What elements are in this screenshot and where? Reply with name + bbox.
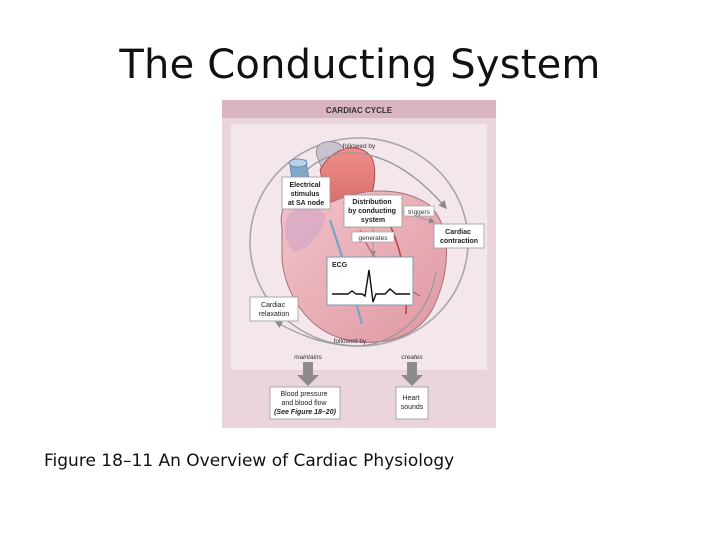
svg-text:Electrical stimulus: Electrical stimulus at SA node: [288, 182, 324, 207]
figure-header: CARDIAC CYCLE: [326, 106, 393, 115]
box-heart-sounds: Heart sounds: [395, 386, 429, 420]
figure-caption: Figure 18–11 An Overview of Cardiac Phys…: [44, 451, 455, 471]
label-maintains: maintains: [294, 354, 323, 361]
header-bar: [222, 100, 496, 118]
ecg-label: ECG: [332, 262, 348, 269]
arrow-maintains-head: [297, 375, 319, 386]
distribution-line-1: Distribution: [352, 199, 391, 206]
contraction-line-1: Cardiac: [445, 229, 471, 236]
label-followed-by-top: followed by: [343, 143, 376, 150]
box-cardiac-contraction: Cardiac contraction: [433, 223, 485, 249]
box-blood-pressure: Blood pressure and blood flow (See Figur…: [269, 386, 341, 420]
sounds-line-1: Heart: [402, 395, 419, 402]
svg-text:Heart sounds: Heart sounds: [401, 395, 424, 411]
svg-text:Distribution by conducti: Distribution by conducting system: [348, 199, 398, 224]
distribution-line-3: system: [361, 217, 385, 224]
stimulus-line-3: at SA node: [288, 200, 324, 207]
box-cardiac-relaxation: Cardiac relaxation: [249, 296, 299, 322]
atrial-region: [285, 205, 326, 252]
svg-text:Blood pressure and blood: Blood pressure and blood flow (See Figur…: [274, 391, 337, 416]
label-creates: creates: [401, 354, 423, 361]
svg-text:Cardiac relaxation: Cardiac relaxation: [259, 302, 289, 318]
box-ecg: ECG: [326, 256, 414, 306]
arrow-followed-by-top: [297, 152, 447, 210]
svg-text:Cardiac contraction: Cardiac contraction: [440, 229, 478, 245]
arrow-creates-head: [401, 375, 423, 386]
box-distribution: Distribution by conducting system: [343, 194, 403, 228]
arrow-maintains-shaft: [303, 362, 313, 376]
arrow-creates-shaft: [407, 362, 417, 376]
label-followed-by-bottom: followed by: [334, 338, 367, 345]
label-generates: generates: [359, 235, 389, 242]
vena-cava-top: [288, 158, 308, 168]
relaxation-line-2: relaxation: [259, 311, 289, 318]
distribution-line-2: by conducting: [348, 208, 396, 215]
label-triggers: triggers: [408, 209, 430, 216]
blood-line-3: (See Figure 18–20): [274, 409, 337, 416]
ecg-trace: [332, 269, 410, 303]
stimulus-line-2: stimulus: [291, 191, 320, 198]
arrow-followed-by-bottom: [274, 271, 437, 347]
stimulus-line-1: Electrical: [289, 182, 320, 189]
blood-line-2: and blood flow: [281, 400, 327, 407]
slide-title: The Conducting System: [119, 42, 601, 88]
sounds-line-2: sounds: [401, 404, 424, 411]
contraction-line-2: contraction: [440, 238, 478, 245]
blood-line-1: Blood pressure: [280, 391, 327, 398]
box-electrical-stimulus: Electrical stimulus at SA node: [281, 176, 331, 210]
cardiac-cycle-figure: CARDIAC CYCLE followed by Electrical sti…: [222, 100, 496, 428]
relaxation-line-1: Cardiac: [261, 302, 286, 309]
